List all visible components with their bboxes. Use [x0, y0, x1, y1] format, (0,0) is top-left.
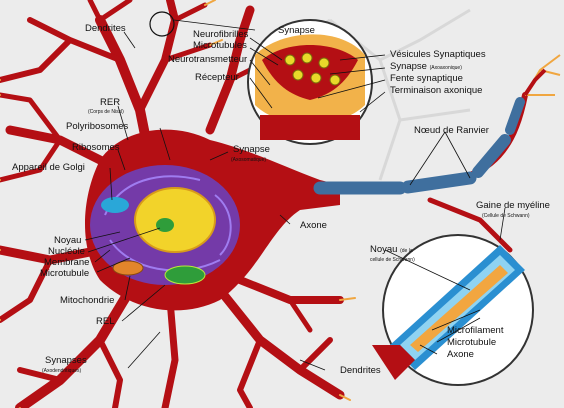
label-neurofibrilles: Neurofibrilles: [193, 29, 249, 40]
axon-terminal-branch: [523, 68, 547, 97]
label-vesicules: Vésicules Synaptiques: [390, 49, 486, 60]
label-microtubule-right: Microtubule: [447, 337, 497, 348]
label-dendrites-bottom: Dendrites: [340, 365, 381, 376]
leader-lines: [84, 31, 506, 371]
label-rer-sub: (Corps de Nissl): [88, 109, 124, 115]
label-mitochondrie: Mitochondrie: [60, 295, 115, 306]
label-noyau-schwann-sub2: cellule de Schwann): [370, 257, 415, 263]
label-synapse-axo: Synapse (Axoaxonique): [390, 61, 462, 72]
label-rel: REL: [96, 316, 115, 327]
label-golgi: Appareil de Golgi: [12, 162, 85, 173]
label-microtubules-top: Microtubules: [193, 40, 247, 51]
label-synapses-bottom: Synapses: [45, 355, 87, 366]
nucleolus-shape: [156, 218, 174, 232]
nucleus-shape: [134, 187, 216, 253]
label-fente: Fente synaptique: [390, 73, 463, 84]
label-recepteur: Récepteur: [195, 72, 239, 83]
rel-shape: [164, 265, 206, 285]
golgi-shape: [101, 197, 129, 213]
label-synapse-mid-sub: (Axosomatique): [231, 157, 267, 163]
label-membrane: Membrane: [44, 257, 90, 268]
noyau-schwann-text: Noyau: [370, 244, 398, 255]
label-axone-right: Axone: [447, 349, 474, 360]
label-axone-mid: Axone: [300, 220, 327, 231]
background-neuron: [299, 8, 471, 181]
label-synapse-mid: Synapse: [233, 144, 270, 155]
label-terminaison: Terminaison axonique: [390, 85, 483, 96]
label-microtubule-left: Microtubule: [40, 268, 90, 279]
label-dendrites-top: Dendrites: [85, 23, 126, 34]
synapse-axo-sub: (Axoaxonique): [429, 65, 462, 71]
axon: [313, 92, 528, 253]
label-synapses-bottom-sub: (Axodendritiques): [42, 368, 82, 374]
label-polyribosomes: Polyribosomes: [66, 121, 129, 132]
label-noyau: Noyau: [54, 235, 82, 246]
synapse-axo-text: Synapse: [390, 61, 427, 72]
synapse-inset: [247, 19, 373, 145]
mitochondria-shape: [112, 260, 144, 276]
zoom-line: [173, 19, 256, 31]
label-ranvier: Nœud de Ranvier: [414, 125, 489, 136]
label-rer: RER: [100, 97, 121, 108]
noyau-schwann-sub1: (de la: [400, 248, 413, 254]
label-nucleole: Nucléole: [48, 246, 85, 257]
label-noyau-schwann: Noyau (de la: [370, 244, 413, 255]
label-gaine-sub: (Cellule de Schwann): [482, 213, 530, 219]
zoom-marker: [149, 11, 175, 37]
label-synapse-top: Synapse: [278, 25, 315, 36]
label-neurotransmetteur: Neurotransmetteur: [168, 54, 248, 65]
label-gaine: Gaine de myéline: [476, 200, 550, 211]
label-microfilament: Microfilament: [447, 325, 504, 336]
label-ribosomes: Ribosomes: [72, 142, 120, 153]
myelin-inset: [372, 234, 534, 386]
